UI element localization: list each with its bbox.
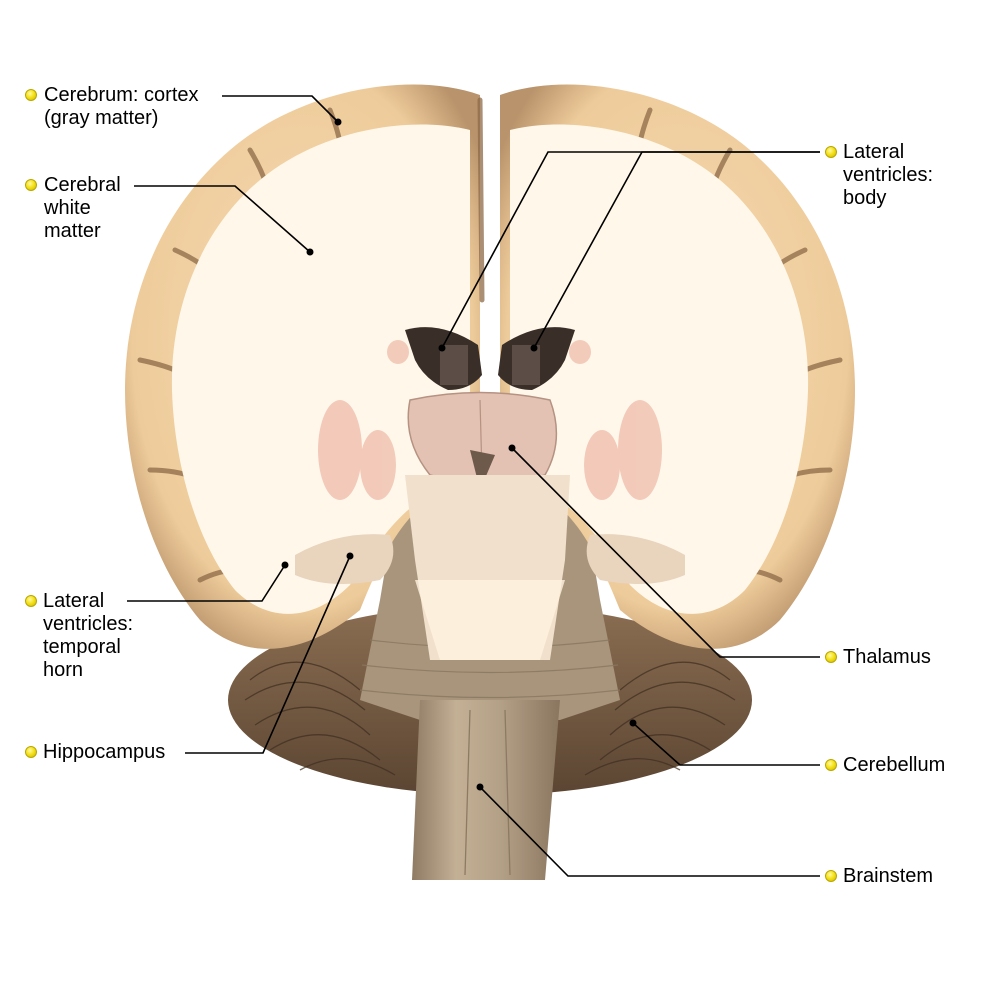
label-temporal-horn: Lateral ventricles: temporal horn xyxy=(43,590,133,682)
marker-lat-body-icon xyxy=(825,146,837,158)
label-cerebellum: Cerebellum xyxy=(843,754,945,777)
basal-ganglia-shape xyxy=(318,340,662,500)
label-lat-body: Lateral ventricles: body xyxy=(843,141,933,210)
label-white-matter-line-1: Cerebral xyxy=(44,174,121,196)
label-temporal-horn-line-2: ventricles: xyxy=(43,613,134,635)
label-brainstem: Brainstem xyxy=(843,865,933,888)
label-lat-body-line-3: body xyxy=(843,187,887,209)
label-hippocampus-line-1: Hippocampus xyxy=(43,741,166,763)
marker-cortex-icon xyxy=(25,89,37,101)
label-cortex: Cerebrum: cortex (gray matter) xyxy=(44,84,199,130)
marker-white-matter-icon xyxy=(25,179,37,191)
label-thalamus-line-1: Thalamus xyxy=(843,646,931,668)
label-white-matter: Cerebral white matter xyxy=(44,174,121,243)
brainstem-shape xyxy=(412,700,560,880)
hippocampus-shape xyxy=(295,534,394,584)
label-temporal-horn-line-4: horn xyxy=(43,659,84,681)
marker-thalamus-icon xyxy=(825,651,837,663)
marker-hippocampus-icon xyxy=(25,746,37,758)
label-temporal-horn-line-1: Lateral xyxy=(43,590,105,612)
label-white-matter-line-2: white xyxy=(44,197,91,219)
marker-brainstem-icon xyxy=(825,870,837,882)
label-cerebellum-line-1: Cerebellum xyxy=(843,754,946,776)
leader-lines xyxy=(127,95,820,877)
label-brainstem-line-1: Brainstem xyxy=(843,865,934,887)
marker-cerebellum-icon xyxy=(825,759,837,771)
label-cortex-line-1: Cerebrum: cortex xyxy=(44,84,199,106)
label-thalamus: Thalamus xyxy=(843,646,931,669)
label-lat-body-line-2: ventricles: xyxy=(843,164,934,186)
marker-temporal-horn-icon xyxy=(25,595,37,607)
label-white-matter-line-3: matter xyxy=(44,220,101,242)
label-cortex-line-2: (gray matter) xyxy=(44,107,159,129)
white-matter-shape xyxy=(171,124,809,614)
label-temporal-horn-line-3: temporal xyxy=(43,636,121,658)
label-hippocampus: Hippocampus xyxy=(43,741,165,764)
label-lat-body-line-1: Lateral xyxy=(843,141,905,163)
